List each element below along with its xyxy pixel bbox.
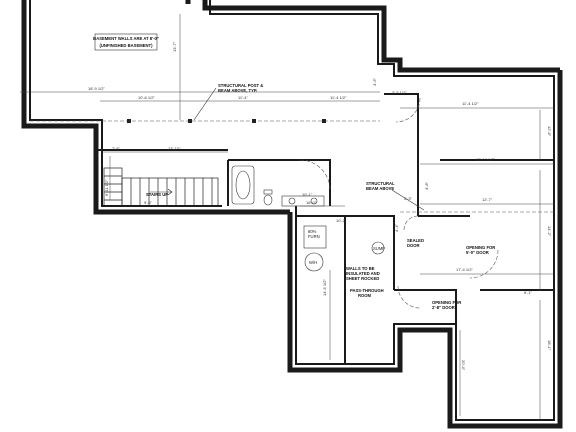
dim-12-6: 12'-6" bbox=[547, 126, 552, 137]
staircase bbox=[103, 167, 219, 207]
dim-20-4: 20'-4" bbox=[461, 360, 466, 371]
structural-beam-note-1: STRUCTURAL bbox=[366, 181, 395, 186]
dim-9-6: 9'-6" bbox=[144, 200, 153, 205]
dim-4-4: 4'-4" bbox=[394, 223, 399, 232]
walls-insulated-note-1: WALLS TO BE bbox=[346, 266, 375, 271]
passthrough-label-1: PASS-THROUGH bbox=[350, 288, 384, 293]
dim-11-4c: 11'-4 1/2" bbox=[462, 101, 479, 106]
dim-13-10b: 13'-10 1/2" bbox=[476, 157, 496, 162]
dim-7-6: 7'-6" bbox=[112, 146, 121, 151]
dim-13-7: 13'-7" bbox=[172, 41, 177, 52]
dim-17-4: 17'-4 1/2" bbox=[456, 267, 473, 272]
dim-11-4a: 11'-4" bbox=[238, 95, 248, 100]
dim-6-1: 6'-1" bbox=[524, 290, 533, 295]
sump-label: SUMP bbox=[373, 246, 385, 251]
water-heater-label: W/H bbox=[309, 260, 317, 265]
notes: BASEMENT WALLS ARE AT 8'-0" (UNFINISHED … bbox=[93, 33, 495, 310]
dim-14-2: 14'-2" bbox=[547, 226, 552, 237]
opening-2ft-note-1: OPENING FOR bbox=[432, 300, 461, 305]
dimension-labels: 13'-7" 18'-9 1/2" 10'-6 1/2" 11'-4" 11'-… bbox=[88, 41, 552, 371]
dim-10-6: 10'-6 1/2" bbox=[138, 95, 155, 100]
dim-13-10: 13'-10" bbox=[168, 146, 181, 151]
dim-4-5: 4'-5" bbox=[372, 77, 377, 86]
foundation-walls bbox=[21, 0, 563, 429]
structural-post-note-2: BEAM ABOVE, TYP. bbox=[218, 88, 257, 93]
furnace-label-2: FURN bbox=[308, 234, 320, 239]
dim-10-1: 10'-1" bbox=[302, 192, 313, 197]
basement-walls-note-1: BASEMENT WALLS ARE AT 8'-0" bbox=[93, 36, 159, 41]
interior-walls bbox=[96, 93, 554, 364]
opening-5ft-note-1: OPENING FOR bbox=[466, 245, 495, 250]
opening-2ft-note-2: 2'-8" DOOR bbox=[432, 305, 455, 310]
dim-16-0: 16'-0" bbox=[306, 200, 317, 205]
opening-5ft-note-2: 5'-0" DOOR bbox=[466, 250, 489, 255]
dim-18-1: 18'-1" bbox=[547, 340, 552, 351]
walls-insulated-note-2: INSULATED AND bbox=[346, 271, 380, 276]
furnace-label-1: 80% bbox=[308, 229, 317, 234]
dim-10-2: 10'-2" bbox=[336, 218, 347, 223]
structural-beam-note-2: BEAM ABOVE bbox=[366, 186, 394, 191]
dim-18-9: 18'-9 1/2" bbox=[88, 86, 105, 91]
beam-line bbox=[30, 119, 554, 213]
stairs-up-label: STAIRS UP bbox=[146, 192, 168, 197]
walls-insulated-note-3: SHEET ROCKED bbox=[346, 276, 379, 281]
dim-4-8: 4'-8" bbox=[424, 181, 429, 190]
dim-14-5: 14'-5 1/2" bbox=[322, 279, 327, 296]
structural-post-note-1: STRUCTURAL POST & bbox=[218, 83, 263, 88]
passthrough-label-2: ROOM bbox=[358, 293, 372, 298]
dim-6-11: 6'-11 1/2" bbox=[104, 179, 109, 196]
dim-3-5: 3'-5 1/2" bbox=[392, 90, 407, 95]
dim-12-7: 12'-7" bbox=[482, 197, 493, 202]
sealed-door-note-2: DOOR bbox=[407, 243, 420, 248]
dimension-lines bbox=[20, 14, 554, 420]
dim-11-4b: 11'-4 1/2" bbox=[330, 95, 347, 100]
sealed-door-note-1: SEALED bbox=[407, 238, 424, 243]
dim-5-3: 5'-3" bbox=[404, 196, 413, 201]
basement-walls-note-2: (UNFINISHED BASEMENT) bbox=[99, 43, 153, 48]
